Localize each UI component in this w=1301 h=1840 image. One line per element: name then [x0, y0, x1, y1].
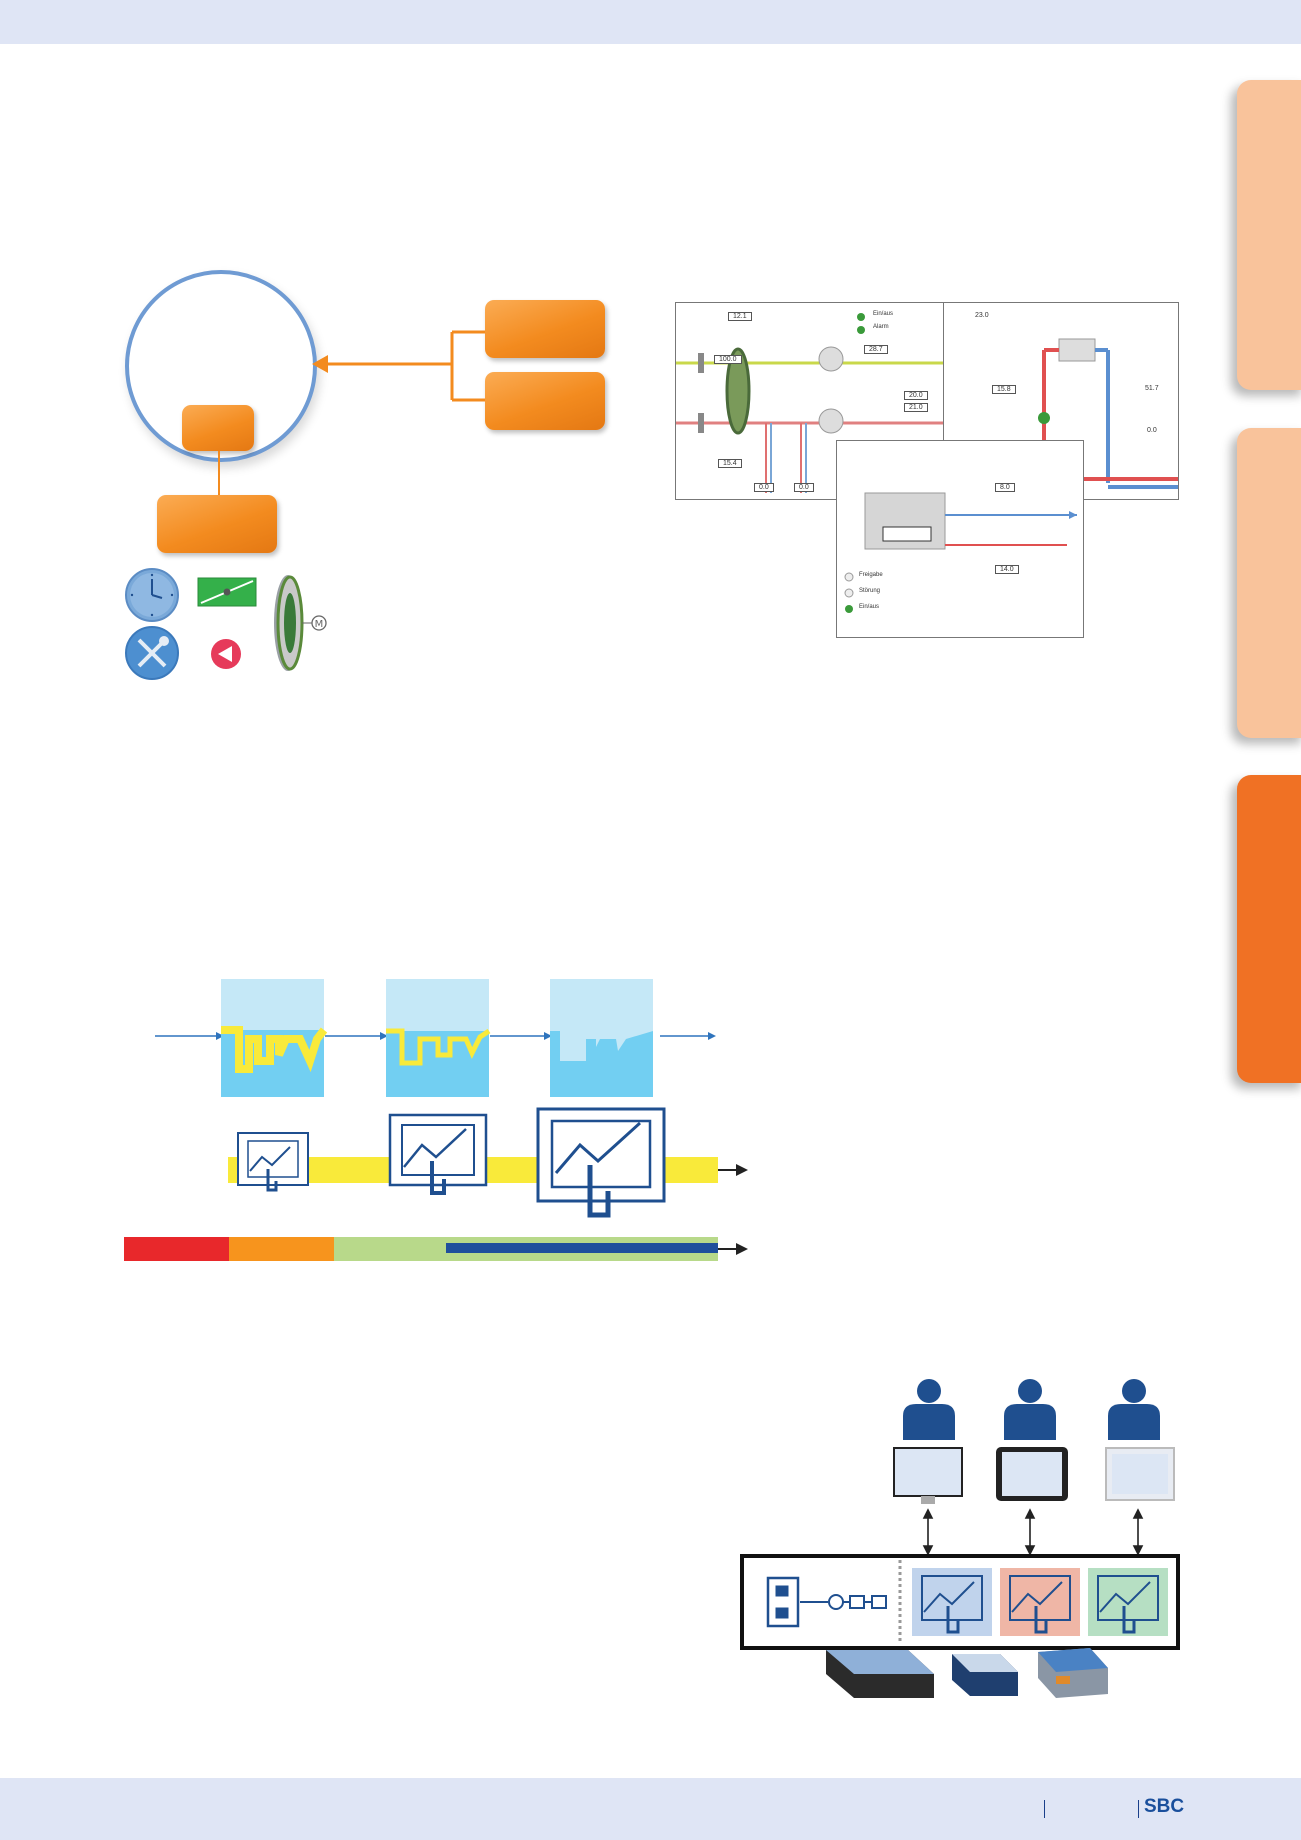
macro-box-mid-right [485, 372, 605, 430]
chapter-tab-active[interactable] [1237, 775, 1301, 1083]
valve-icon [197, 577, 257, 607]
pcd-controller-1 [826, 1650, 934, 1698]
efficiency-diagram [124, 979, 748, 1261]
status-label: Ein/aus [873, 311, 894, 317]
user-icon-service [1004, 1379, 1056, 1440]
footer-band [0, 1778, 1301, 1840]
logic-flow-icon [766, 1576, 887, 1628]
readout-value: 12.1 [728, 312, 752, 321]
readout-value: 23.0 [972, 312, 992, 319]
chapter-tab-2[interactable] [1237, 428, 1301, 738]
readout-value: 0.0 [794, 483, 814, 492]
readout-value: 51.7 [1142, 385, 1162, 392]
pcd-io-modules [1038, 1648, 1108, 1698]
readout-value: 0.0 [1144, 427, 1160, 434]
touch-panel-green [1088, 1568, 1168, 1636]
macro-box-top-right [485, 300, 605, 358]
water-block-1 [221, 979, 328, 1097]
pcd-controller-2 [952, 1654, 1018, 1696]
svg-text:M: M [315, 619, 324, 630]
readout-value: 8.0 [995, 483, 1015, 492]
water-block-3 [550, 979, 653, 1097]
touch-panel-icon-medium [388, 1113, 488, 1195]
footer-brand-logo: SBC [1144, 1796, 1185, 1817]
pump-icon [211, 639, 241, 669]
heat-wheel-icon: M [274, 575, 327, 671]
touch-panel-icon-small [237, 1132, 309, 1192]
footer-separator [1138, 1800, 1139, 1818]
readout-value: 0.0 [754, 483, 774, 492]
timeline-segment-blue [446, 1243, 718, 1253]
clock-icon [125, 568, 179, 622]
readout-value: 100.0 [714, 355, 742, 364]
timeline-segment-orange [229, 1237, 334, 1261]
readout-value: 21.0 [904, 403, 928, 412]
touch-panel-blue [912, 1568, 992, 1636]
user-icon-operator [903, 1379, 955, 1440]
status-label: Störung [859, 588, 881, 594]
chiller-diagram [844, 492, 1077, 613]
footer-separator [1044, 1800, 1045, 1818]
macro-arrows [312, 330, 485, 402]
touch-panel-device-icon [1105, 1447, 1175, 1501]
macro-box-bottom [157, 495, 277, 553]
readout-value: 15.4 [718, 459, 742, 468]
header-band [0, 0, 1301, 44]
touch-panel-icon-large [536, 1107, 666, 1218]
tools-icon [125, 626, 179, 680]
status-label: Ein/aus [859, 604, 880, 610]
status-label: Alarm [873, 324, 889, 330]
water-block-2 [386, 979, 491, 1097]
status-label: Freigabe [859, 572, 883, 578]
chapter-tab-1[interactable] [1237, 80, 1301, 390]
architecture-diagram [740, 1379, 1180, 1698]
readout-value: 28.7 [864, 345, 888, 354]
readout-value: 15.8 [992, 385, 1016, 394]
touch-panel-red [1000, 1568, 1080, 1636]
timeline-segment-red [124, 1237, 229, 1261]
macro-box-inner [182, 405, 254, 451]
user-icon-engineer [1108, 1379, 1160, 1440]
readout-value: 14.0 [995, 565, 1019, 574]
desktop-monitor-icon [893, 1447, 963, 1504]
tablet-icon [996, 1447, 1068, 1501]
chiller-panel: 8.0 14.0 Freigabe Störung Ein/aus [836, 440, 1084, 638]
macro-connector [218, 451, 220, 497]
readout-value: 20.0 [904, 391, 928, 400]
